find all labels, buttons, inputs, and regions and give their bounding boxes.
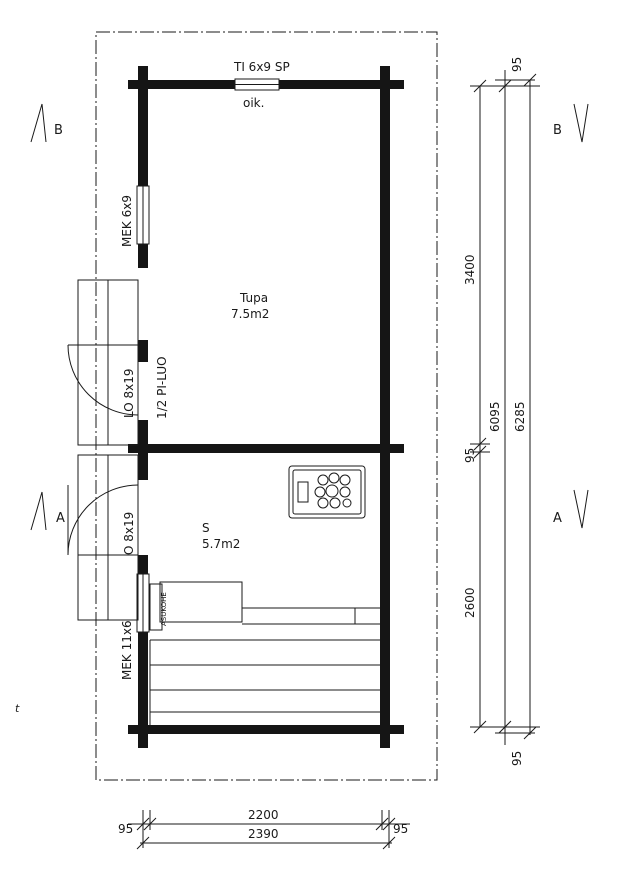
dim-vertical-outer-total: 6285 (513, 401, 527, 432)
label-door-sauna: O 8x19 (122, 512, 136, 555)
left-window-lower-symbol (136, 573, 150, 633)
top-window-symbol (234, 78, 280, 91)
svg-text:A: A (553, 511, 562, 526)
dim-vertical-mid-wall: 95 (463, 448, 477, 463)
label-bench: ASUKOHE (160, 592, 168, 626)
room-area-tupa: 7.5m2 (231, 307, 269, 321)
dim-horizontal-outer: 2390 (248, 827, 279, 841)
roof-outline (95, 31, 438, 781)
door-swing-sauna (67, 484, 139, 556)
dim-vertical-inner-total: 6095 (488, 401, 502, 432)
room-name-sauna: S (202, 521, 210, 535)
dim-horizontal-right-wall: 95 (393, 822, 408, 836)
dim-vertical-top-wall: 95 (510, 57, 524, 72)
svg-text:A: A (56, 511, 65, 526)
walls (128, 66, 404, 748)
room-name-tupa: Tupa (239, 291, 268, 305)
margin-mark: t (15, 702, 20, 715)
room-area-sauna: 5.7m2 (202, 537, 240, 551)
svg-text:B: B (54, 123, 63, 138)
label-top-window: TI 6x9 SP (233, 60, 290, 74)
dim-horizontal-inner: 2200 (248, 808, 279, 822)
section-mark-b-right: B (553, 103, 589, 143)
dim-vertical-sauna: 2600 (463, 587, 477, 618)
dim-vertical-tupa: 3400 (463, 254, 477, 285)
label-left-window-upper: MEK 6x9 (120, 195, 134, 247)
vertical-dimensions (470, 70, 540, 745)
sauna-stove (288, 465, 366, 519)
section-mark-b-left: B (30, 103, 63, 143)
section-mark-a-right: A (553, 489, 589, 529)
dim-vertical-bottom-wall: 95 (510, 751, 524, 766)
section-mark-a-left: A (30, 491, 65, 531)
sauna-benches (149, 581, 380, 725)
svg-text:B: B (553, 123, 562, 138)
dim-horizontal-left-wall: 95 (118, 822, 133, 836)
label-left-window-lower: MEK 11x6 (120, 620, 134, 680)
horizontal-dimensions (128, 810, 410, 850)
door-swing-main (67, 344, 139, 416)
label-top-window-note: oik. (243, 96, 264, 110)
porch-lower (77, 454, 139, 621)
left-window-upper-symbol (136, 185, 150, 245)
porch-upper (77, 279, 139, 446)
label-door-main-pi: 1/2 PI-LUO (155, 356, 169, 419)
label-door-main-lo: LO 8x19 (122, 368, 136, 418)
